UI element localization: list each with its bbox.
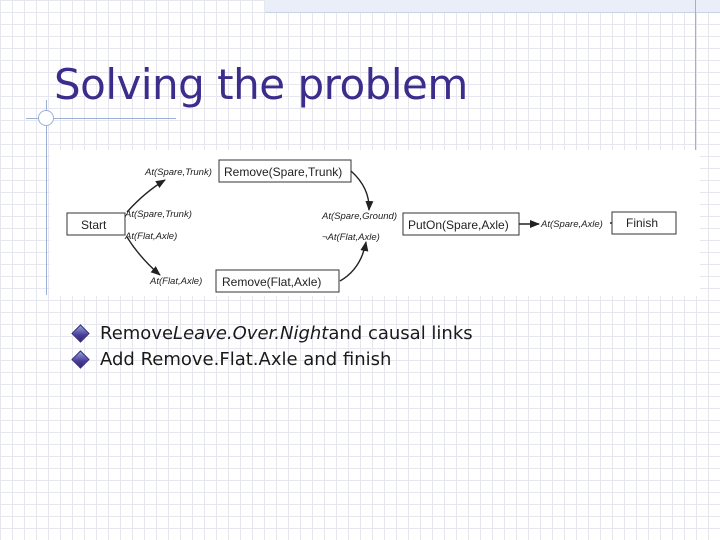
vertical-decoration-line <box>46 100 47 295</box>
bullet-text: Add Remove.Flat.Axle and finish <box>100 348 392 370</box>
at-flat-axle-precondition: At(Flat,Axle) <box>149 276 202 287</box>
start-node-label: Start <box>81 218 107 232</box>
diamond-bullet-icon <box>71 323 90 343</box>
bullet-emphasis: Leave.Over.Night <box>173 322 329 344</box>
slide-title: Solving the problem <box>54 60 468 109</box>
plan-diagram: Start Remove(Spare,Trunk) Remove(Flat,Ax… <box>50 150 700 296</box>
bullet-item-remove-leave-overnight: Remove Leave.Over.Night and causal links <box>71 320 473 346</box>
bullet-text-after: and causal links <box>328 322 473 344</box>
crosshair-circle-icon <box>38 110 54 126</box>
arrow-remove-flat-axle-to-puton <box>339 241 369 282</box>
bullet-text-before: Remove <box>100 322 174 344</box>
at-spare-ground-precondition: At(Spare,Ground) <box>321 211 397 222</box>
at-spare-trunk-effect: At(Spare,Trunk) <box>124 209 192 220</box>
at-spare-axle-effect: At(Spare,Axle) <box>540 219 603 230</box>
bullet-item-add-remove-flat-axle: Add Remove.Flat.Axle and finish <box>71 346 473 372</box>
start-node-box <box>66 212 126 236</box>
at-spare-trunk-precondition: At(Spare,Trunk) <box>144 167 212 178</box>
arrow-start-to-remove-flat-axle <box>126 236 161 276</box>
top-decoration-band <box>265 0 720 13</box>
remove-spare-trunk-label: Remove(Spare,Trunk) <box>224 165 342 179</box>
arrow-remove-spare-trunk-to-puton <box>350 170 374 211</box>
puton-spare-axle-label: PutOn(Spare,Axle) <box>408 218 509 232</box>
finish-node-label: Finish <box>626 216 658 230</box>
diamond-bullet-icon <box>71 349 90 369</box>
plan-diagram-svg: Start Remove(Spare,Trunk) Remove(Flat,Ax… <box>66 159 677 293</box>
arrow-start-to-remove-spare-trunk <box>126 179 166 213</box>
right-decoration-line <box>695 0 696 186</box>
bullet-list: Remove Leave.Over.Night and causal links… <box>71 320 473 372</box>
not-at-flat-axle-precondition: ¬At(Flat,Axle) <box>322 232 380 243</box>
remove-flat-axle-label: Remove(Flat,Axle) <box>222 275 321 289</box>
remove-flat-axle-box <box>215 269 340 293</box>
at-flat-axle-effect: At(Flat,Axle) <box>124 231 177 242</box>
horizontal-decoration-line <box>26 118 176 119</box>
